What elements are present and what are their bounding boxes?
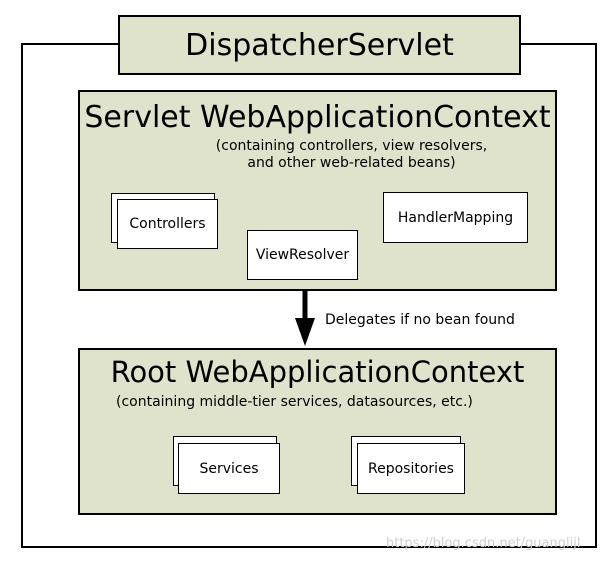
watermark-text: https://blog.csdn.net/guanglijl (386, 536, 581, 551)
repositories-label: Repositories (368, 460, 454, 477)
servlet-context-description: (containing controllers, view resolvers,… (215, 138, 488, 171)
repositories-bean: Repositories (357, 443, 465, 494)
root-web-application-context: Root WebApplicationContext (containing m… (78, 348, 557, 515)
servlet-context-title: Servlet WebApplicationContext (84, 100, 551, 135)
servlet-web-application-context: Servlet WebApplicationContext (containin… (78, 90, 557, 291)
dispatcher-servlet-title-box: DispatcherServlet (118, 15, 521, 75)
controllers-bean: Controllers (117, 199, 218, 249)
view-resolver-label: ViewResolver (255, 247, 350, 263)
root-context-title: Root WebApplicationContext (110, 355, 525, 389)
controllers-label: Controllers (129, 216, 206, 232)
root-context-description: (containing middle-tier services, dataso… (116, 394, 473, 410)
handler-mapping-bean: HandlerMapping (383, 192, 528, 243)
delegation-label: Delegates if no bean found (325, 312, 515, 328)
dispatcher-servlet-title: DispatcherServlet (185, 27, 454, 63)
delegation-arrow-head (295, 318, 315, 346)
handler-mapping-label: HandlerMapping (397, 209, 514, 226)
view-resolver-bean: ViewResolver (247, 230, 358, 280)
services-label: Services (199, 460, 259, 477)
services-bean: Services (178, 443, 280, 494)
